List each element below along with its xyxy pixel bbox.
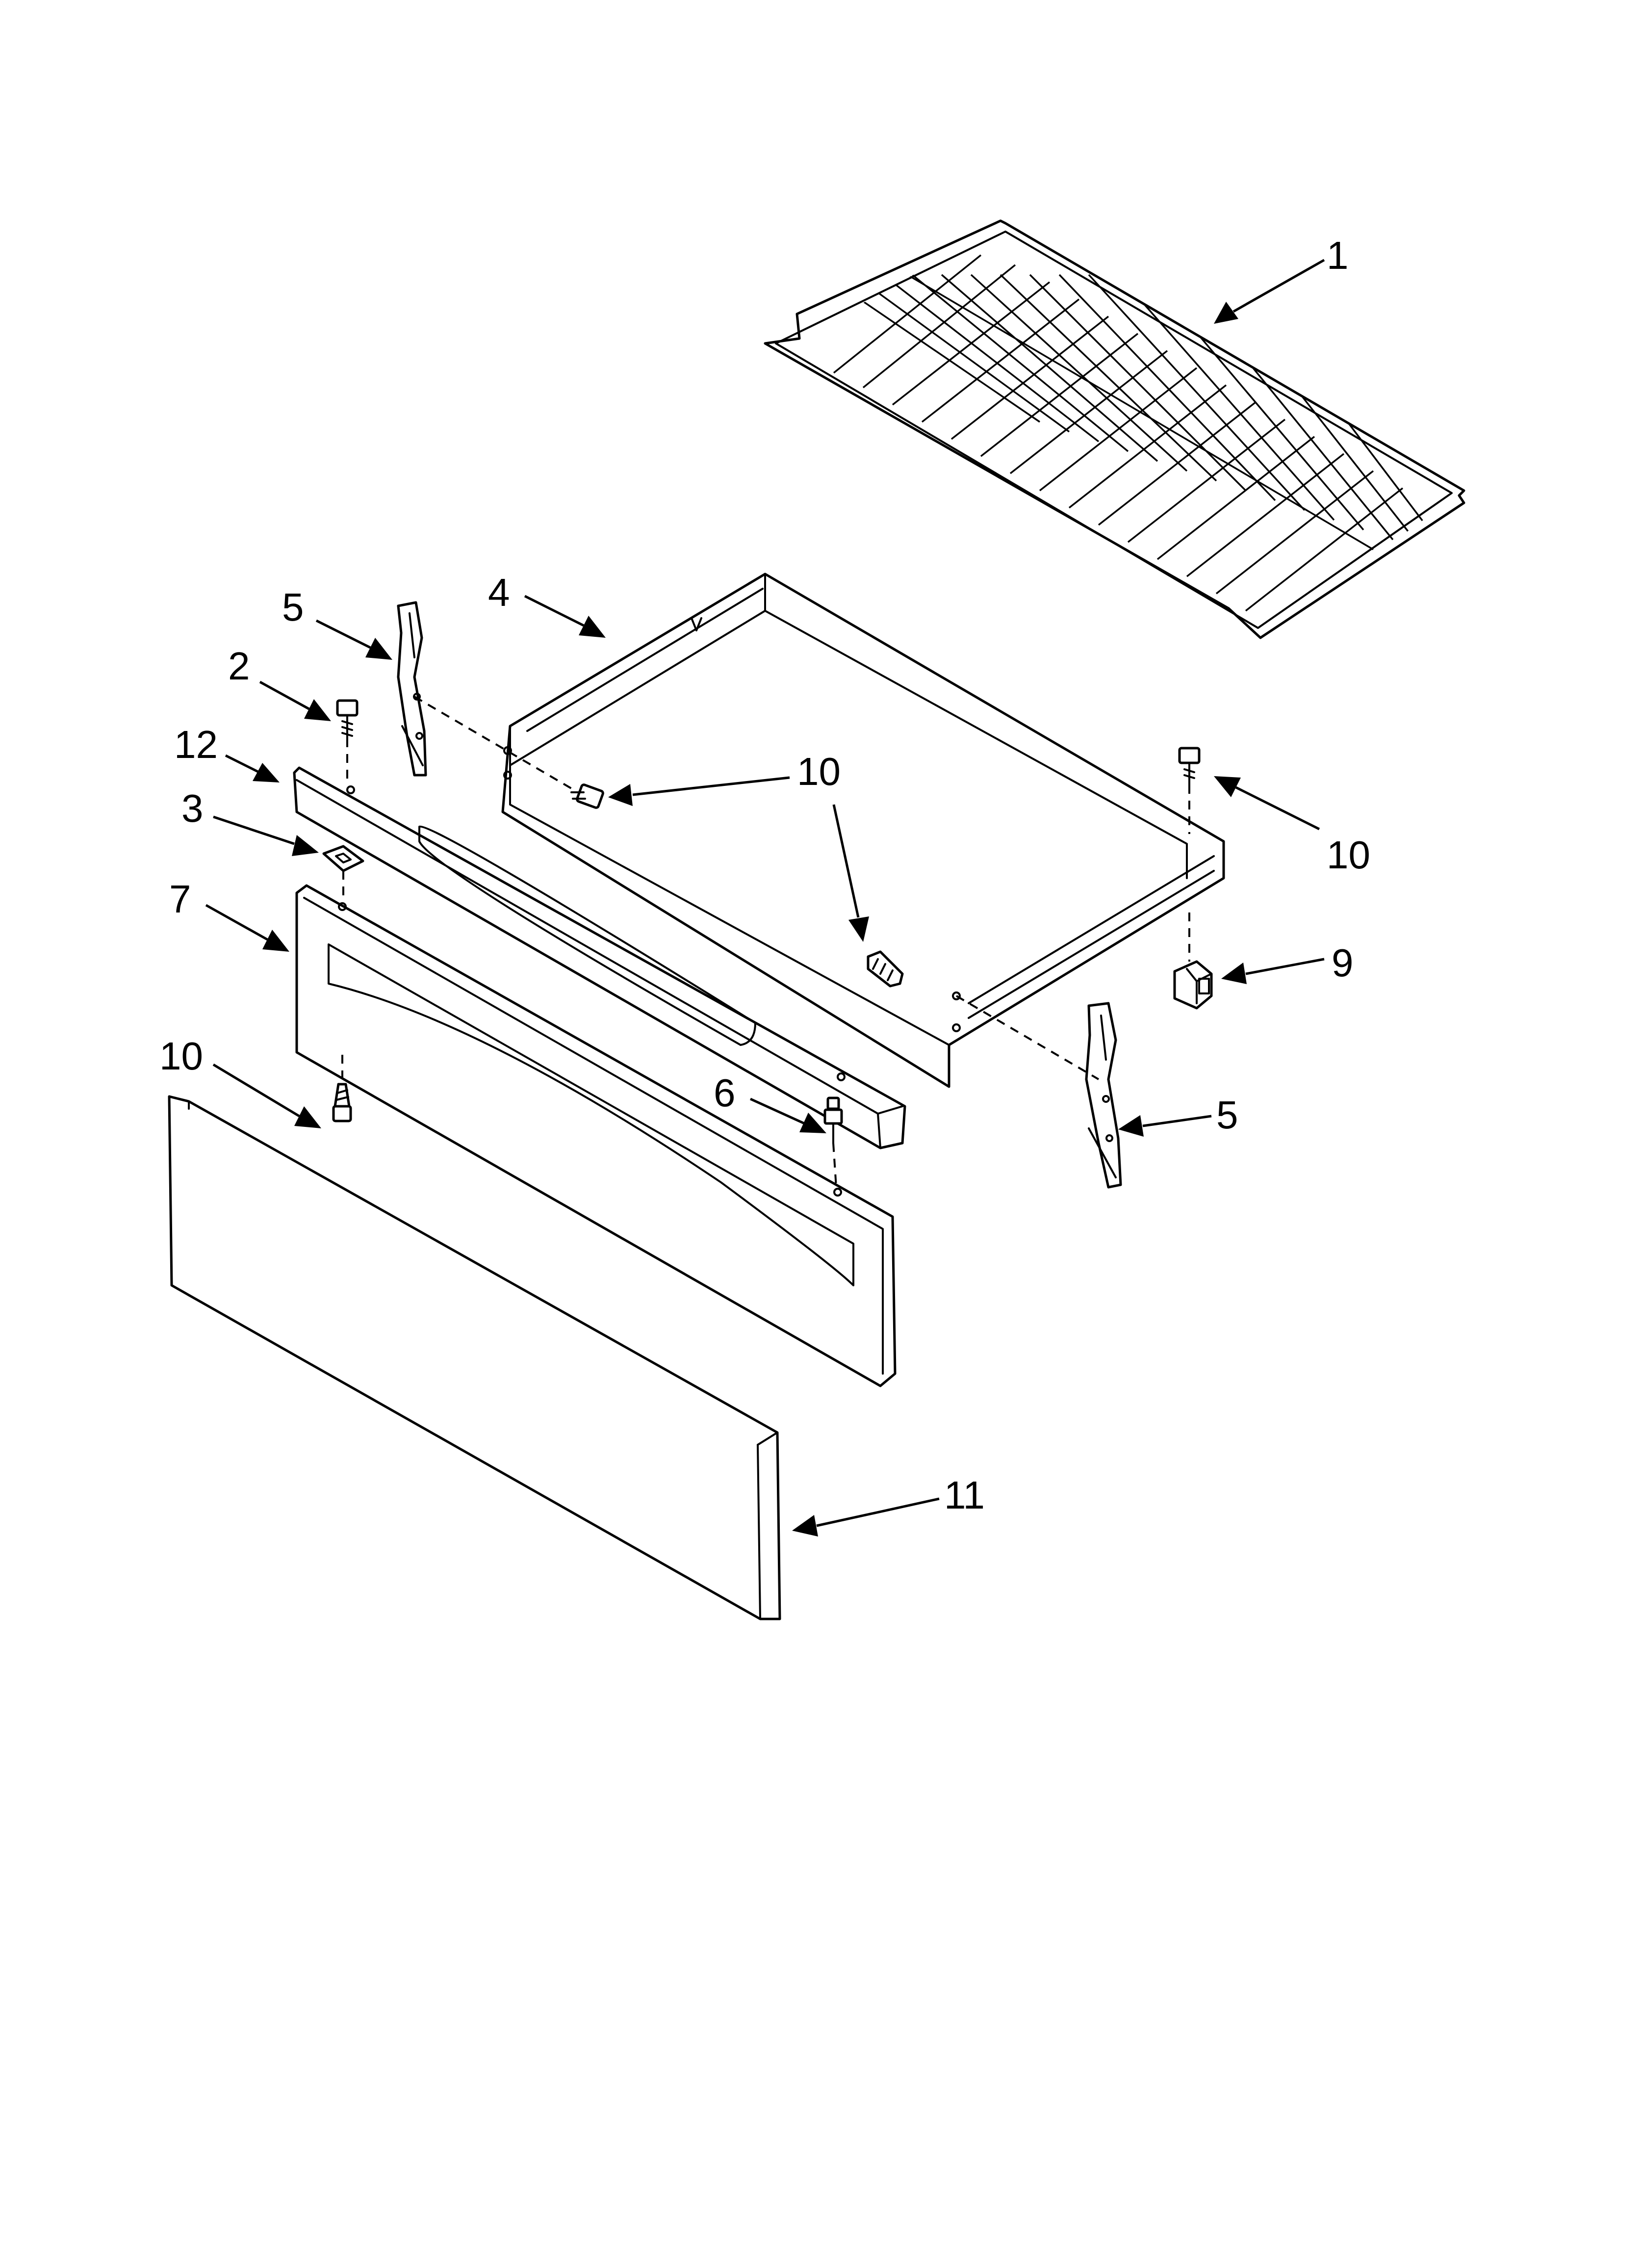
callout-10-right: 10 — [1327, 833, 1370, 877]
drawer-body — [501, 573, 1225, 1088]
callout-6: 6 — [714, 1071, 736, 1115]
drawer-glide-left — [397, 601, 427, 777]
screw-2 — [336, 699, 359, 739]
drawer-front-panel — [168, 1095, 781, 1620]
callout-12: 12 — [174, 723, 218, 766]
callout-labels: 1 2 3 4 5 5 6 7 9 10 10 10 11 12 — [159, 234, 1370, 1517]
callout-2: 2 — [228, 644, 250, 688]
clip-3 — [322, 845, 364, 872]
callout-4: 4 — [488, 571, 510, 614]
stud-6 — [823, 1096, 843, 1144]
drawer-inner-panel — [295, 884, 897, 1387]
screw-10-rear — [570, 783, 604, 809]
rack-wires — [823, 254, 1453, 612]
screw-10-front — [332, 1083, 352, 1122]
assembly-lines — [341, 696, 1190, 1188]
callout-11: 11 — [944, 1473, 985, 1517]
callout-5-right: 5 — [1216, 1093, 1238, 1137]
callout-5-left: 5 — [282, 585, 304, 629]
callout-10-bottom: 10 — [159, 1034, 203, 1078]
callout-3: 3 — [181, 786, 204, 830]
front-rail — [293, 766, 906, 1149]
screw-10-right — [1178, 747, 1201, 786]
callout-9: 9 — [1332, 941, 1354, 985]
leader-lines — [205, 259, 1325, 1537]
oven-rack — [764, 219, 1465, 639]
callout-7: 7 — [169, 877, 191, 921]
callout-1: 1 — [1327, 234, 1349, 277]
drawer-glide-right — [1085, 1002, 1122, 1189]
screw-10-middle — [867, 950, 904, 988]
clip-9 — [1173, 960, 1213, 1010]
callout-10-top: 10 — [797, 750, 841, 793]
